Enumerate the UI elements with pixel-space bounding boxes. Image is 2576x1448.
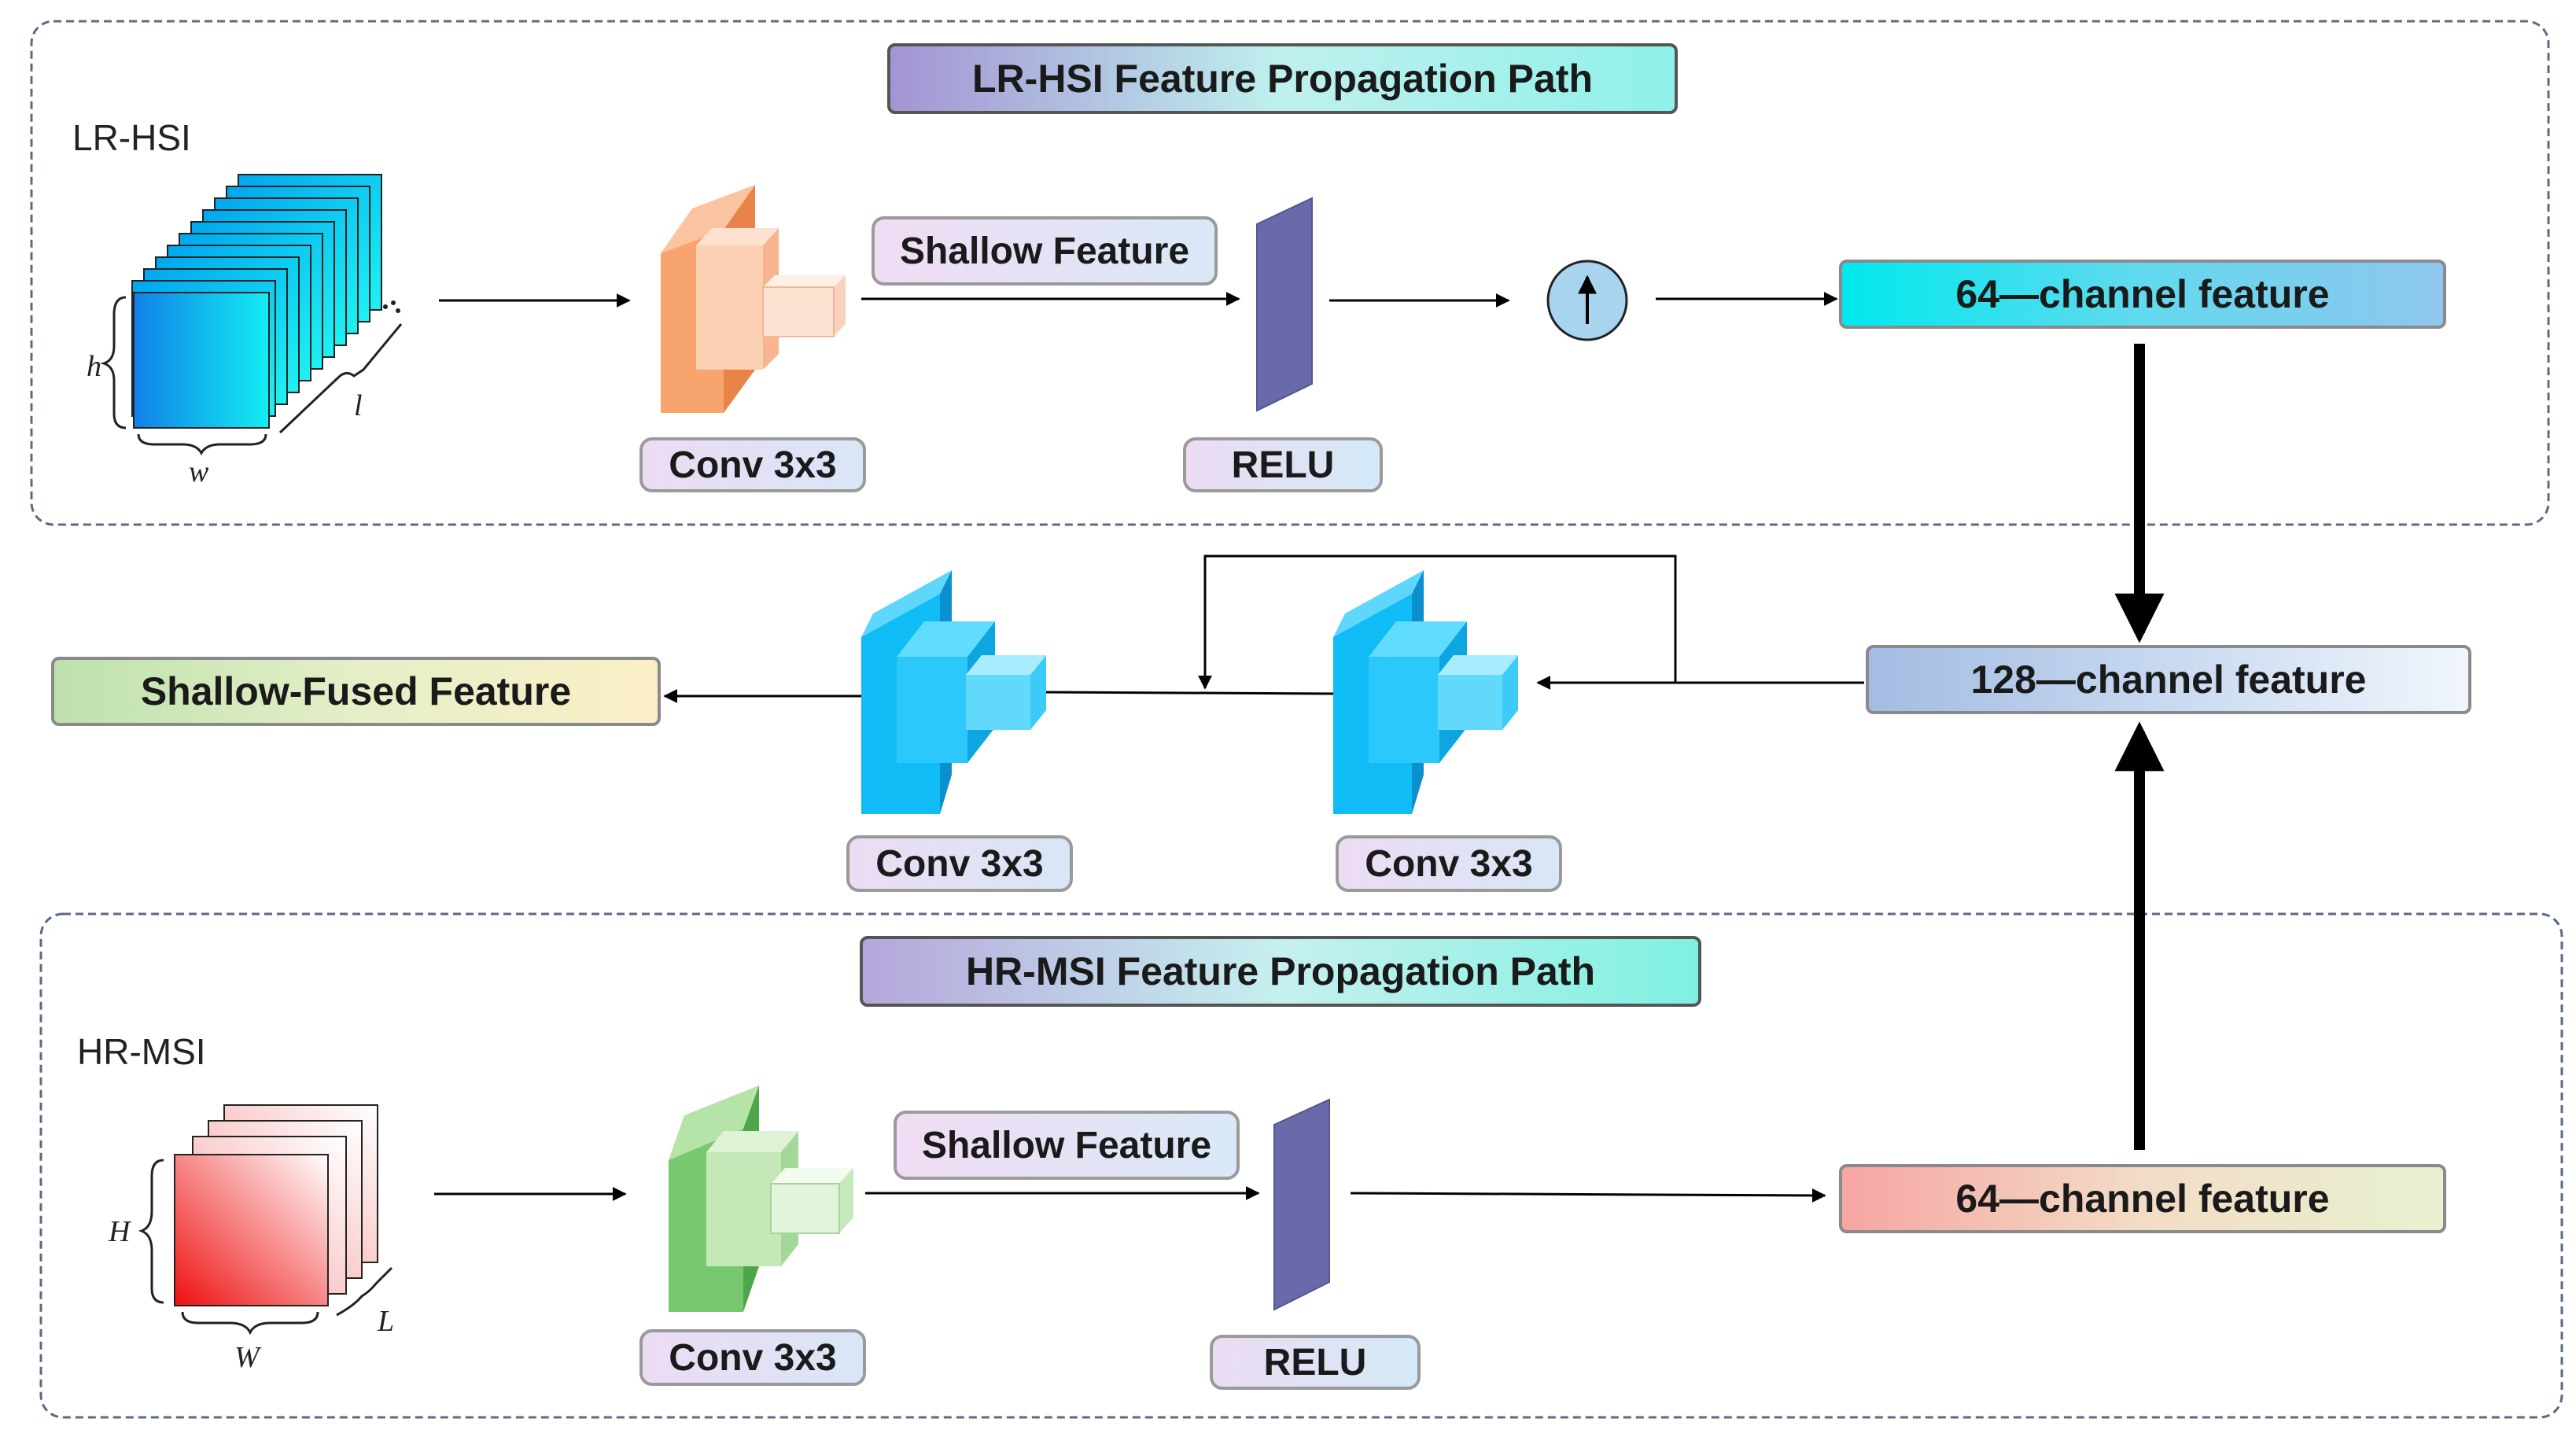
fusion-conv-a-block-icon xyxy=(861,570,1046,814)
lr-relu-slab-icon xyxy=(1256,197,1313,412)
hr-64-channel-feature: 64—channel feature xyxy=(1839,1164,2446,1233)
hr-dim-L: L xyxy=(377,1305,394,1338)
upsample-icon xyxy=(1546,260,1628,341)
lr-conv-label: Conv 3x3 xyxy=(639,437,866,492)
hr-path-container xyxy=(39,912,2563,1419)
hr-conv-block-icon xyxy=(669,1085,853,1312)
hr-input-label: HR-MSI xyxy=(77,1031,206,1072)
fusion-conv-b-label: Conv 3x3 xyxy=(1336,835,1562,892)
lr-dim-w: w xyxy=(189,455,209,488)
hr-conv-label: Conv 3x3 xyxy=(639,1329,866,1386)
arrow-conv-b-to-conv-a xyxy=(1041,691,1338,695)
hr-dim-W: W xyxy=(234,1341,262,1374)
hr-msi-cube-icon xyxy=(138,1104,393,1336)
lr-64-channel-feature: 64—channel feature xyxy=(1839,260,2446,329)
lr-dim-l: l xyxy=(354,389,363,422)
lr-relu-label: RELU xyxy=(1183,437,1383,492)
lr-input-label: LR-HSI xyxy=(72,117,191,158)
fusion-conv-b-block-icon xyxy=(1333,570,1518,814)
concat-128-channel-feature: 128—channel feature xyxy=(1866,645,2471,714)
hr-relu-slab-icon xyxy=(1273,1098,1330,1311)
hr-path-title: HR-MSI Feature Propagation Path xyxy=(860,936,1701,1007)
lr-dim-h: h xyxy=(87,350,101,383)
hr-dim-H: H xyxy=(108,1215,132,1248)
arrow-hr-relu-to-feature xyxy=(1350,1188,1826,1203)
lr-path-container xyxy=(30,20,2550,526)
lr-shallow-feature-label: Shallow Feature xyxy=(872,216,1218,286)
lr-path-title: LR-HSI Feature Propagation Path xyxy=(887,43,1678,114)
lr-hsi-cube-icon xyxy=(99,174,403,456)
hr-shallow-feature-label: Shallow Feature xyxy=(894,1111,1240,1180)
skip-connection-line xyxy=(1198,555,1677,690)
hr-relu-label: RELU xyxy=(1210,1335,1421,1390)
shallow-fused-feature: Shallow-Fused Feature xyxy=(51,657,661,726)
lr-conv-block-icon xyxy=(661,185,846,413)
fusion-conv-a-label: Conv 3x3 xyxy=(846,835,1073,892)
